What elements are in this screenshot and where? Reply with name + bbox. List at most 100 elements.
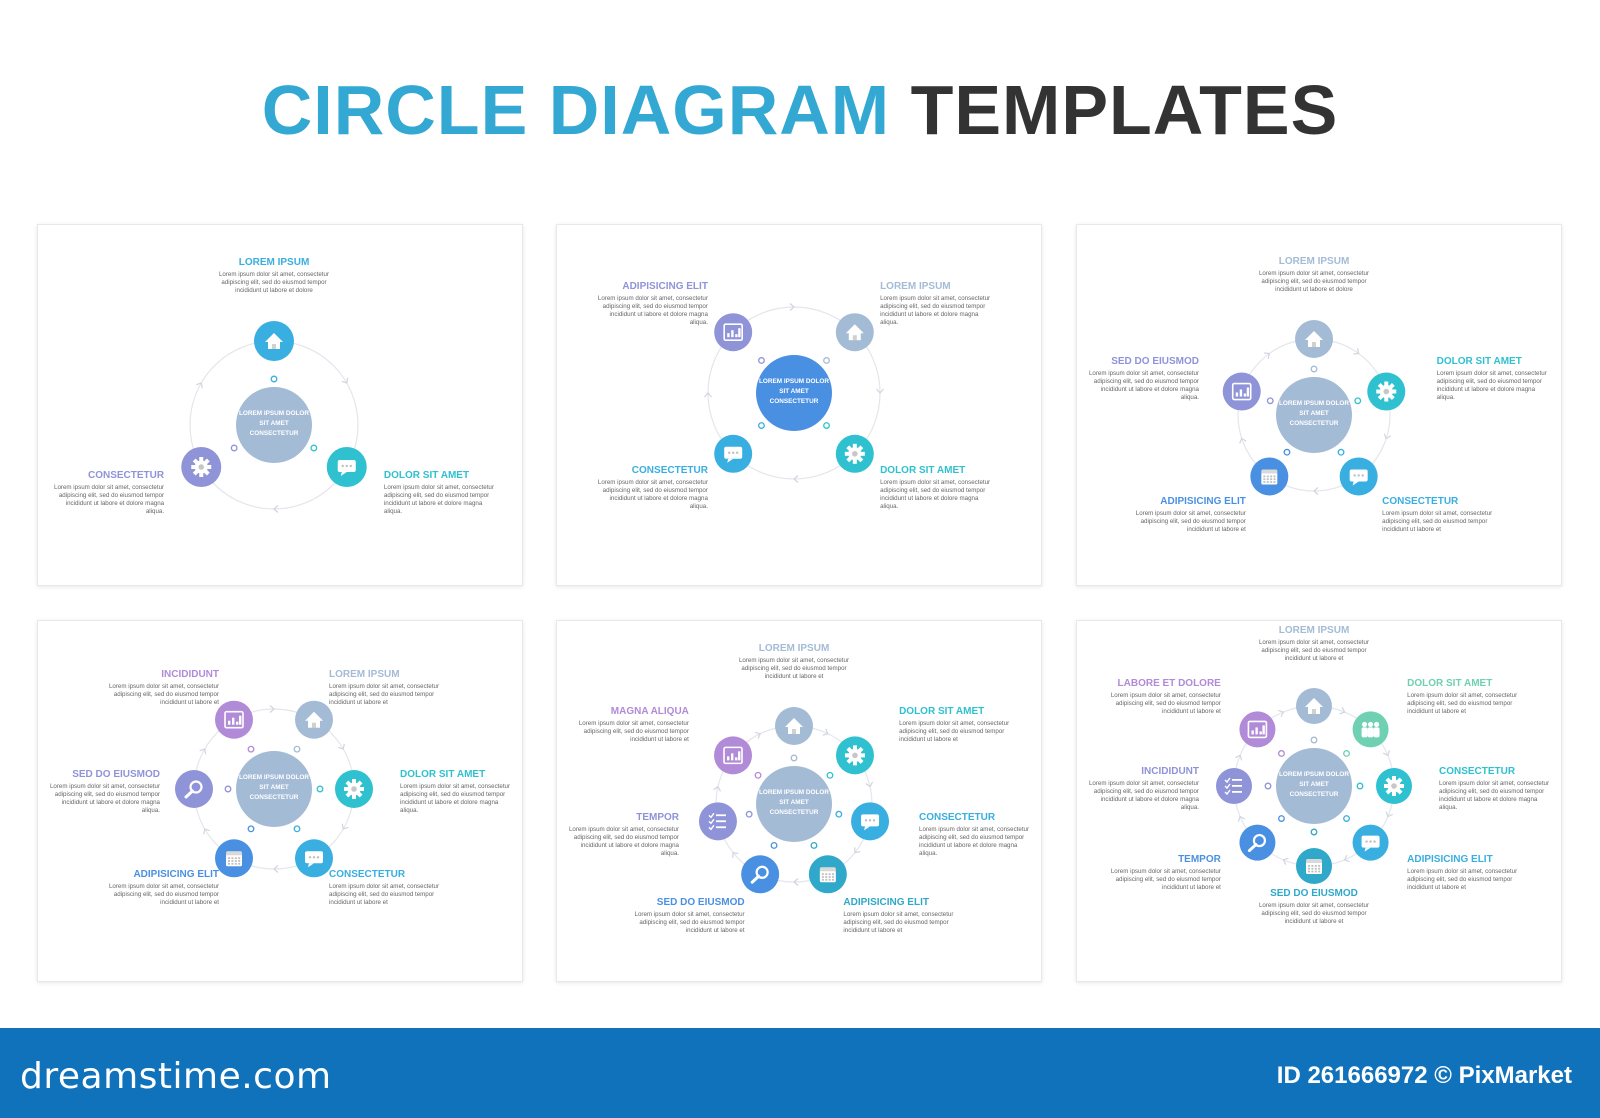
search-icon [184, 780, 203, 799]
people-icon [1361, 721, 1380, 738]
connector-dot [293, 745, 301, 753]
node-chart [215, 700, 253, 739]
step-label: SED DO EIUSMOD [1111, 356, 1199, 368]
connector-dot [1264, 782, 1272, 790]
center-text: LOREM IPSUM DOLOR SIT AMET CONSECTETUR [759, 378, 829, 405]
chat-icon [1349, 469, 1368, 486]
home-icon [265, 333, 283, 349]
arrow-marker [822, 728, 829, 736]
step-description: Lorem ipsum dolor sit amet, consectetur … [108, 882, 219, 906]
node-checklist [698, 802, 737, 841]
step-description: Lorem ipsum dolor sit amet, consectetur … [49, 783, 160, 814]
connector-dot [224, 785, 232, 793]
search-icon [1247, 833, 1267, 853]
step-label: ADIPISICING ELIT [622, 281, 708, 293]
gear-icon [344, 779, 364, 799]
step-label: LOREM IPSUM [238, 257, 310, 268]
node-people [1352, 711, 1389, 748]
center-circle [1276, 748, 1352, 824]
connector-dot [316, 785, 324, 793]
step-label: LOREM IPSUM [758, 643, 830, 654]
center-text: LOREM IPSUM DOLOR SIT AMET CONSECTETUR [239, 774, 309, 801]
node-home [1295, 320, 1333, 358]
checklist-icon [1224, 777, 1242, 796]
step-label: MAGNA ALIQUA [610, 706, 689, 718]
connector-dot [758, 422, 765, 429]
arrow-marker [1385, 811, 1393, 818]
node-chat [714, 434, 753, 473]
footer-logo: dreamstime.com [20, 1056, 332, 1097]
connector-dot [1310, 828, 1318, 836]
chart-icon [1231, 382, 1252, 401]
arrow-marker [1382, 750, 1391, 757]
step-description: Lorem ipsum dolor sit amet, consectetur … [1258, 639, 1370, 662]
arrow-marker [1353, 348, 1360, 355]
arrow-marker [338, 743, 345, 750]
calendar-icon [819, 867, 836, 883]
arrow-marker [789, 303, 795, 311]
arrow-marker [1339, 707, 1346, 715]
node-home [254, 321, 294, 361]
step-description: Lorem ipsum dolor sit amet, consectetur … [1382, 510, 1493, 534]
diagram-svg [698, 707, 890, 894]
node-chart [1239, 711, 1276, 748]
checklist-icon [708, 812, 726, 831]
connector-dot [1337, 448, 1345, 456]
center-circle [236, 387, 312, 463]
center-text: LOREM IPSUM DOLOR SIT AMET CONSECTETUR [1279, 400, 1349, 427]
connector-dot [1278, 750, 1285, 757]
step-label: DOLOR SIT AMET [1407, 677, 1493, 689]
step-label: TEMPOR [1178, 854, 1221, 866]
node-gear [335, 770, 373, 808]
node-home [775, 707, 813, 745]
step-description: Lorem ipsum dolor sit amet, consectetur … [108, 683, 219, 707]
gear-icon [1376, 381, 1397, 402]
step-description: Lorem ipsum dolor sit amet, consectetur … [568, 825, 679, 857]
connector-dot [1310, 736, 1318, 744]
step-label: SED DO EIUSMOD [656, 896, 745, 908]
connector-dot [770, 841, 778, 849]
step-description: Lorem ipsum dolor sit amet, consectetur … [578, 720, 689, 744]
connector-dot [754, 771, 762, 779]
connector-dot [310, 444, 318, 452]
step-description: Lorem ipsum dolor sit amet, consectetur … [899, 720, 1010, 744]
step-label: DOLOR SIT AMET [880, 464, 966, 476]
connector-dot [1343, 815, 1350, 822]
diagram-panel-7: LOREM IPSUM Lorem ipsum dolor sit amet, c… [556, 620, 1042, 982]
step-description: Lorem ipsum dolor sit amet, consectetur … [880, 295, 991, 327]
connector-dot [1310, 365, 1318, 373]
step-description: Lorem ipsum dolor sit amet, consectetur … [1439, 780, 1550, 811]
connector-dot [247, 825, 255, 833]
home-icon [785, 718, 803, 734]
arrow-marker [854, 847, 861, 854]
step-label: CONSECTETUR [87, 470, 165, 481]
node-chart [714, 736, 753, 775]
connector-dot [758, 357, 765, 364]
connector-dot [826, 771, 834, 779]
step-description: Lorem ipsum dolor sit amet, consectetur … [329, 882, 440, 906]
step-label: LOREM IPSUM [880, 281, 951, 293]
connector-dot [1343, 750, 1350, 757]
node-calendar [215, 839, 253, 878]
node-chat [295, 839, 333, 878]
arrow-marker [713, 785, 722, 792]
chart-icon [1247, 720, 1268, 739]
diagram-svg [181, 321, 367, 513]
arrow-marker [1282, 857, 1289, 865]
calendar-icon [226, 851, 242, 867]
step-description: Lorem ipsum dolor sit amet, consectetur … [597, 295, 708, 327]
step-description: Lorem ipsum dolor sit amet, consectetur … [1258, 270, 1370, 293]
node-gear [181, 447, 222, 487]
arrow-marker [199, 748, 207, 755]
connector-dot [1356, 782, 1364, 790]
connector-dot [270, 375, 278, 383]
connector-dot [1266, 397, 1274, 405]
step-label: SED DO EIUSMOD [1270, 888, 1358, 899]
gear-icon [191, 457, 212, 477]
node-chart [1222, 372, 1261, 411]
step-description: Lorem ipsum dolor sit amet, consectetur … [1258, 902, 1370, 925]
arrow-marker [732, 851, 739, 858]
home-icon [1305, 698, 1323, 714]
step-label: TEMPOR [636, 811, 679, 823]
calendar-icon [1306, 859, 1322, 874]
